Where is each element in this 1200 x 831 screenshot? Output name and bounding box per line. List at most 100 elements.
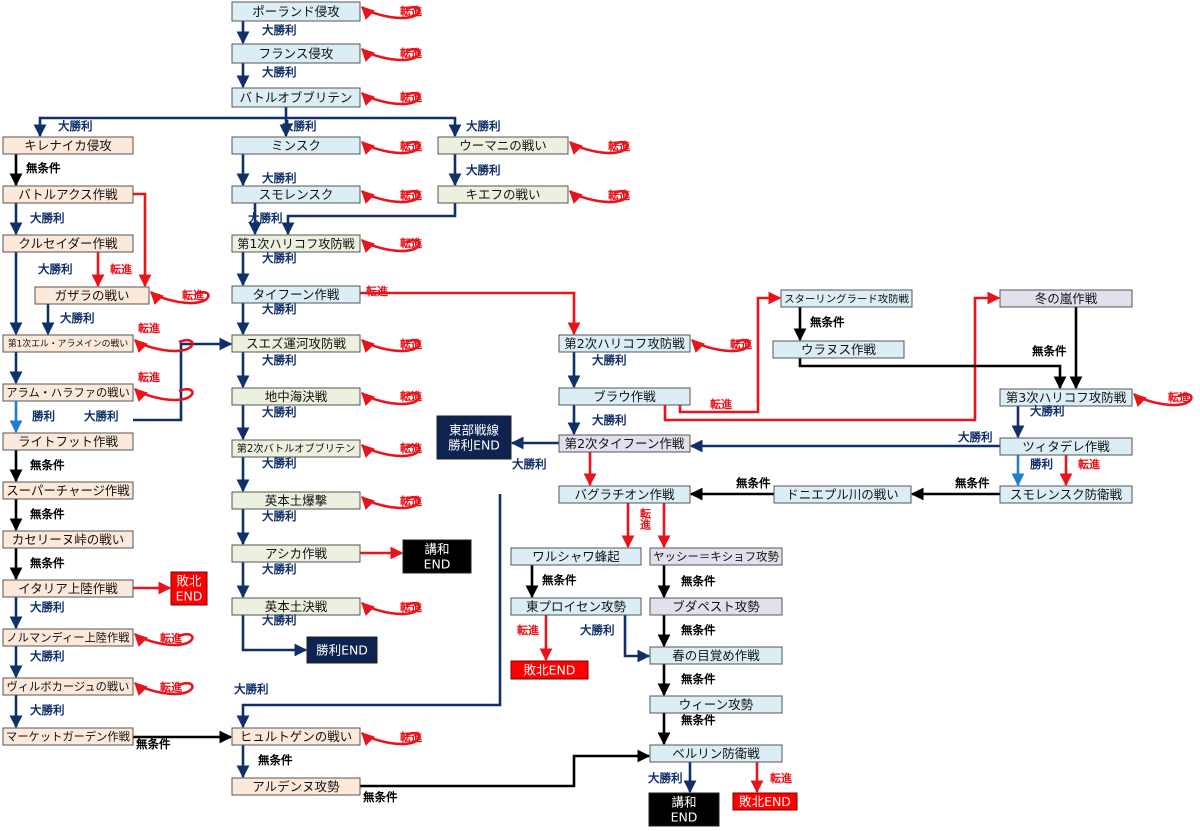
- node-label: ミンスク: [271, 138, 321, 153]
- self-loop-arrow: [1133, 393, 1193, 407]
- edge-label-great-victory: 大勝利: [592, 353, 627, 367]
- node-label: タイフーン作戦: [253, 287, 340, 302]
- edge-label-great-victory: 大勝利: [592, 413, 627, 427]
- node-box: [231, 87, 361, 108]
- edge-label-great-victory: 大勝利: [248, 211, 283, 225]
- node-uranus: ウラヌス作戦: [772, 340, 905, 359]
- node-box: [231, 727, 361, 746]
- edge-label-transfer: 転進: [138, 370, 161, 384]
- node-box: [999, 485, 1133, 504]
- node-label: フランス侵攻: [259, 46, 334, 61]
- node-box: [510, 547, 642, 566]
- edge-label-transfer: 転進: [400, 46, 423, 60]
- node-label: 第2次タイフーン作戦: [565, 436, 685, 451]
- node-berlin: ベルリン防衛戦: [649, 744, 783, 763]
- self-loop-arrow: [361, 48, 421, 62]
- node-box: [231, 777, 361, 796]
- self-loop-arrow: [361, 732, 421, 746]
- node-suez: スエズ運河攻防戦: [231, 334, 361, 353]
- edge-labels: 大勝利大勝利大勝利大勝利大勝利大勝利大勝利大勝利大勝利大勝利大勝利大勝利大勝利大…: [26, 4, 1191, 804]
- node-box: [2, 432, 134, 451]
- edge-label-great-victory: 大勝利: [580, 623, 615, 637]
- edge-label-unconditional: 無条件: [736, 476, 771, 490]
- node-label: 第3次ハリコフ攻防戦: [1006, 390, 1127, 405]
- node-alamhalfa: アラム・ハラファの戦い: [2, 383, 134, 402]
- edges: [9, 6, 1193, 794]
- ending-box: [732, 792, 798, 811]
- edge-label-transfer: 転進: [1168, 390, 1191, 404]
- edge-label-transfer: 転進: [160, 631, 183, 645]
- node-box: [231, 285, 361, 304]
- self-loop-arrow: [361, 141, 421, 155]
- ending-label: 勝利END: [448, 438, 500, 453]
- node-box: [2, 579, 134, 598]
- edge-arrow: [133, 192, 152, 288]
- edge-label-unconditional: 無条件: [681, 574, 716, 588]
- node-lightfoot: ライトフット作戦: [2, 432, 134, 451]
- ending-defeat1: 敗北END: [170, 571, 208, 606]
- edge-label-great-victory: 大勝利: [262, 509, 297, 523]
- ending-box: [648, 792, 720, 827]
- node-label: キエフの戦い: [465, 187, 540, 202]
- node-alamein1: 第1次エル・アラメインの戦い: [2, 334, 134, 353]
- node-label: カセリーヌ峠の戦い: [12, 532, 125, 547]
- node-label: バトルオブブリテン: [240, 90, 353, 105]
- self-loop-arrow: [134, 388, 194, 402]
- node-label: ライトフット作戦: [18, 434, 119, 449]
- edge-label-great-victory: 大勝利: [58, 119, 93, 133]
- node-typhoon2: 第2次タイフーン作戦: [558, 434, 691, 453]
- node-label: ブダペスト攻勢: [672, 599, 760, 614]
- node-label: ウィーン攻勢: [679, 697, 754, 712]
- node-box: [231, 491, 361, 510]
- node-box: [231, 544, 361, 563]
- node-box: [231, 43, 361, 64]
- edge-label-transfer: 転進: [400, 494, 423, 508]
- edge-label-transfer: 転進: [110, 262, 133, 276]
- edge-arrow: [33, 107, 288, 138]
- edge-label-great-victory: 大勝利: [30, 211, 65, 225]
- node-box: [231, 185, 361, 204]
- edge-arrow: [623, 615, 651, 663]
- edge-label-transfer: 転進: [400, 441, 423, 455]
- node-vienna: ウィーン攻勢: [649, 695, 783, 714]
- node-box: [999, 437, 1133, 456]
- edge-label-great-victory: 大勝利: [262, 23, 297, 37]
- node-label: マーケットガーデン作戦: [6, 730, 131, 744]
- node-cyrenaica: キレナイカ侵攻: [2, 136, 134, 155]
- edge-label-great-victory: 大勝利: [466, 119, 501, 133]
- edge-label-unconditional: 無条件: [542, 573, 577, 587]
- edge-label-unconditional: 無条件: [30, 556, 65, 570]
- edge-label-great-victory: 大勝利: [648, 771, 683, 785]
- edge-label-transfer: 転進: [182, 288, 205, 302]
- node-box: [437, 185, 569, 204]
- node-label: クルセイダー作戦: [18, 236, 118, 251]
- node-box: [2, 185, 134, 204]
- node-label: バグラチオン作戦: [574, 487, 675, 502]
- node-box: [231, 387, 361, 406]
- node-kasserine: カセリーヌ峠の戦い: [2, 530, 134, 549]
- node-label: スターリングラード攻防戦: [784, 292, 909, 305]
- edge-label-transfer: 転進: [770, 771, 793, 785]
- node-label: ツィタデレ作戦: [1022, 439, 1110, 454]
- edge-label-unconditional: 無条件: [681, 672, 716, 686]
- node-box: [231, 439, 361, 458]
- node-label: 地中海決戦: [265, 389, 328, 404]
- self-loop-arrow: [361, 190, 421, 204]
- edge-label-great-victory: 大勝利: [30, 600, 65, 614]
- node-box: [649, 646, 783, 665]
- edge-arrow: [286, 116, 462, 138]
- edge-label-great-victory: 大勝利: [262, 65, 297, 79]
- node-label: ポーランド侵攻: [252, 4, 340, 19]
- edge-label-unconditional: 無条件: [136, 737, 171, 751]
- node-box: [558, 485, 691, 504]
- node-label: 第1次エル・アラメインの戦い: [8, 338, 128, 350]
- node-label: 第2次ハリコフ攻防戦: [564, 336, 685, 351]
- node-label: スエズ運河攻防戦: [246, 336, 347, 351]
- nodes: ポーランド侵攻フランス侵攻バトルオブブリテンキレナイカ侵攻ミンスクウーマニの戦い…: [2, 1, 1133, 827]
- ending-win_end: 勝利END: [306, 636, 378, 664]
- node-villers: ヴィルボカージュの戦い: [2, 677, 134, 696]
- node-box: [231, 234, 361, 253]
- edge-label-great-victory: 大勝利: [30, 703, 65, 717]
- node-box: [231, 136, 361, 155]
- edge-label-unconditional: 無条件: [681, 623, 716, 637]
